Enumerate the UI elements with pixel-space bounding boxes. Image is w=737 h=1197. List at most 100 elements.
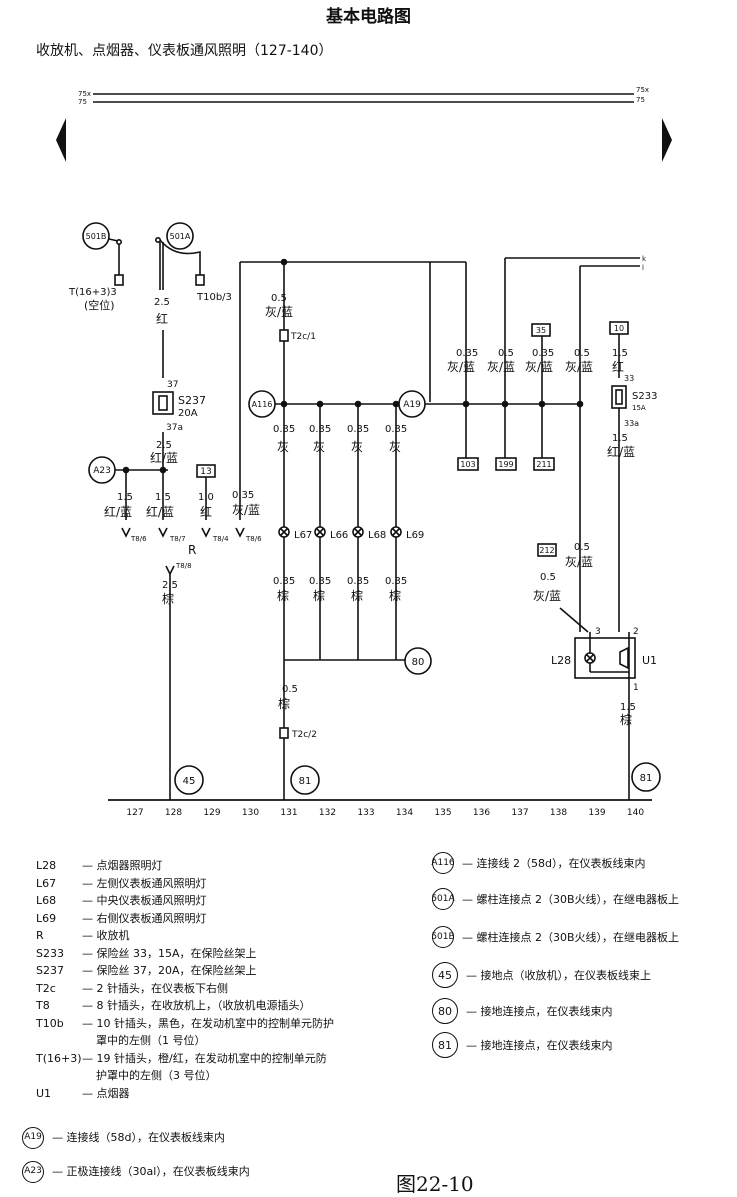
svg-text:灰: 灰 [313, 440, 325, 454]
lamp-branches [278, 404, 402, 660]
legend-code: T2c [36, 981, 56, 995]
svg-text:T8/6: T8/6 [130, 535, 147, 543]
svg-text:k: k [642, 255, 647, 263]
svg-text:81: 81 [640, 773, 653, 784]
legend-item: L67— 左侧仪表板通风照明灯 [36, 875, 334, 893]
bus-75x-label-right: 75x [636, 86, 649, 94]
legend-desc: — 连接线 2（58d），在仪表板线束内 [462, 857, 646, 870]
svg-text:45: 45 [183, 776, 196, 787]
svg-text:1.0: 1.0 [198, 492, 214, 503]
svg-text:501A: 501A [170, 232, 191, 241]
legend-code: L68 [36, 894, 57, 907]
svg-text:0.5: 0.5 [498, 348, 514, 359]
legend-item: 81— 接地连接点，在仪表线束内 [432, 1032, 613, 1058]
prev-page-arrow [56, 118, 66, 162]
legend-code: T8 [36, 999, 50, 1012]
svg-text:灰/蓝: 灰/蓝 [232, 503, 260, 517]
connector-t16 [114, 274, 124, 286]
ref-box-35 [531, 323, 551, 337]
legend-node-symbol: 45 [432, 962, 458, 988]
svg-text:(空位): (空位) [84, 298, 115, 312]
legend-node-symbol: A19 [22, 1127, 44, 1149]
node-501a [166, 222, 194, 250]
legend-code: S233 [36, 946, 64, 960]
legend-item: T(16+3)— 19 针插头，橙/红，在发动机室中的控制单元防 [36, 1050, 334, 1068]
legend-item: R— 收放机 [36, 927, 334, 945]
svg-text:0.35: 0.35 [273, 424, 295, 435]
bus-75x-label-left: 75x [78, 90, 91, 98]
svg-text:0.35: 0.35 [347, 576, 369, 587]
svg-text:1.5: 1.5 [620, 702, 636, 713]
svg-text:棕: 棕 [162, 591, 174, 606]
svg-text:211: 211 [536, 460, 551, 469]
ground-81b [631, 762, 661, 792]
page-title: 基本电路图 [326, 7, 411, 27]
legend-code: L67 [36, 876, 57, 890]
svg-text:L68: L68 [368, 530, 386, 541]
svg-text:103: 103 [460, 460, 475, 469]
svg-text:灰/蓝: 灰/蓝 [533, 589, 561, 603]
svg-text:0.5: 0.5 [282, 684, 298, 695]
svg-text:15A: 15A [632, 404, 646, 412]
wiring-diagram: 75x 75 75x 75 501B T(16+3)3 (空位) 501A T1… [56, 86, 672, 818]
axis-label: 127 [126, 808, 143, 818]
svg-text:80: 80 [412, 657, 425, 668]
svg-text:红: 红 [200, 504, 212, 519]
svg-text:A23: A23 [93, 466, 111, 476]
svg-text:A116: A116 [252, 400, 273, 409]
svg-text:0.35: 0.35 [532, 348, 554, 359]
bus-75-label-right: 75 [636, 96, 645, 104]
svg-text:红/蓝: 红/蓝 [104, 504, 132, 519]
svg-text:灰/蓝: 灰/蓝 [447, 360, 475, 374]
legend-item: S237 — 保险丝 37，20A，在保险丝架上 [36, 962, 334, 980]
legend-desc: — 连接线（58d），在仪表板线束内 [52, 1131, 225, 1145]
connector-t2c2 [279, 727, 289, 739]
svg-text:灰: 灰 [389, 440, 401, 454]
legend-item: 80— 接地连接点，在仪表线束内 [432, 998, 613, 1024]
svg-text:0.5: 0.5 [271, 293, 287, 304]
legend-item: A19 — 连接线（58d），在仪表板线束内 [22, 1127, 250, 1149]
legend-item: 501A— 螺柱连接点 2（30B火线），在继电器板上 [431, 888, 679, 910]
svg-text:T(16+3)3: T(16+3)3 [68, 287, 117, 298]
legend-desc-cont: 护罩中的左侧（3 号位） [96, 1069, 217, 1082]
svg-text:1.5: 1.5 [117, 492, 133, 503]
axis-label: 137 [511, 808, 528, 818]
svg-text:T2c/1: T2c/1 [290, 332, 316, 342]
legend-item: 45— 接地点（收放机），在仪表板线束上 [432, 962, 651, 988]
svg-text:T8/7: T8/7 [169, 535, 186, 543]
legend-desc-cont: 罩中的左侧（1 号位） [96, 1034, 206, 1047]
legend-item: A23— 正极连接线（30al），在仪表板线束内 [22, 1161, 250, 1183]
axis-label: 133 [357, 808, 374, 818]
svg-text:212: 212 [539, 546, 554, 555]
legend-desc: — 保险丝 37，20A，在保险丝架上 [82, 964, 257, 977]
cigarette-lighter-u1 [574, 637, 636, 679]
node-501b [82, 222, 110, 250]
node-80 [404, 647, 432, 675]
legend-desc: — 右侧仪表板通风照明灯 [82, 911, 207, 925]
svg-text:3: 3 [595, 627, 601, 637]
axis-label: 128 [165, 808, 182, 818]
legend-code: S237 [36, 964, 64, 977]
ref-box-211 [533, 457, 555, 471]
svg-text:棕: 棕 [389, 588, 401, 603]
svg-text:0.5: 0.5 [540, 572, 556, 583]
legend-desc: — 正极连接线（30al），在仪表板线束内 [52, 1165, 250, 1179]
svg-text:A19: A19 [403, 400, 421, 410]
legend-code: U1 [36, 1086, 52, 1100]
svg-text:1.5: 1.5 [155, 492, 171, 503]
axis-label: 131 [280, 808, 297, 818]
svg-text:501B: 501B [86, 232, 107, 241]
legend-node-symbol: 80 [432, 998, 458, 1024]
svg-text:2.5: 2.5 [154, 297, 170, 308]
lighter-element [619, 646, 629, 670]
svg-text:33: 33 [624, 374, 634, 383]
ref-box-199 [495, 457, 517, 471]
axis-label: 134 [396, 808, 413, 818]
legend-item: T8— 8 针插头，在收放机上，（收放机电源插头） [36, 997, 334, 1015]
legend-code: L28 [36, 859, 57, 872]
svg-text:T10b/3: T10b/3 [196, 292, 232, 303]
legend-item: 501B— 螺柱连接点 2（30B火线），在继电器板上 [431, 926, 679, 948]
fuse-s237 [152, 391, 174, 415]
svg-text:灰/蓝: 灰/蓝 [565, 555, 593, 569]
